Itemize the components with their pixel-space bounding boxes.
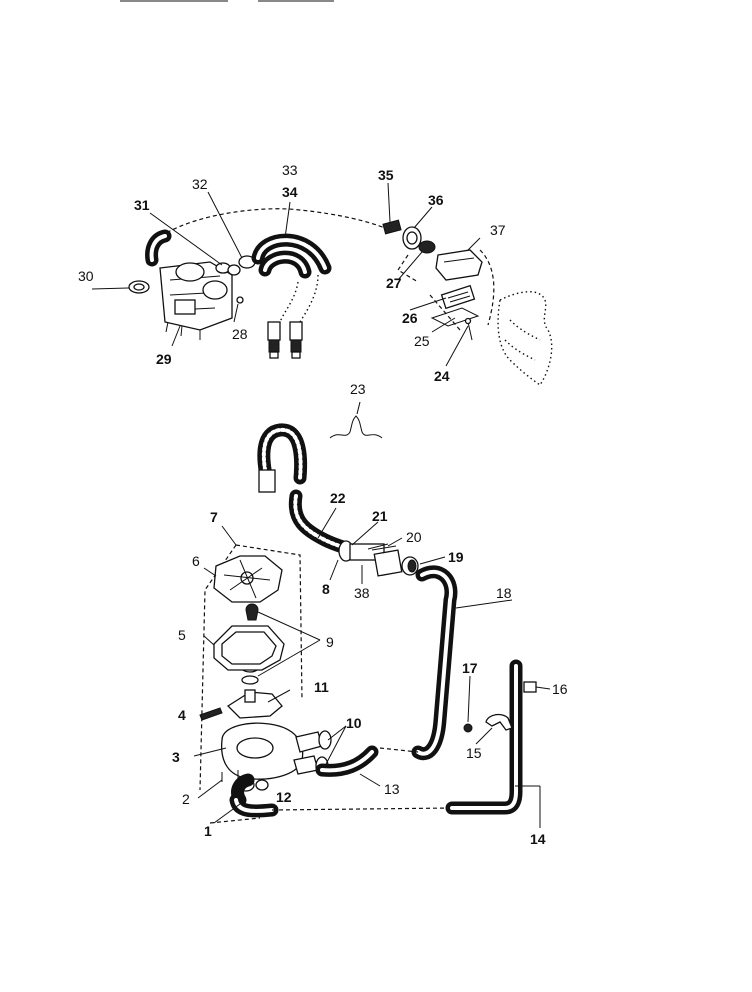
label-21: 21 xyxy=(372,508,388,524)
label-30: 30 xyxy=(78,268,94,284)
label-3: 3 xyxy=(172,749,180,765)
label-28: 28 xyxy=(232,326,248,342)
label-23: 23 xyxy=(350,381,366,397)
label-32: 32 xyxy=(192,176,208,192)
label-38: 38 xyxy=(354,585,370,601)
callout-labels: 33 34 32 31 30 28 29 35 36 37 27 26 25 2… xyxy=(78,162,568,847)
hose-13 xyxy=(315,745,419,787)
label-19: 19 xyxy=(448,549,464,565)
label-18: 18 xyxy=(496,585,512,601)
label-37: 37 xyxy=(490,222,506,238)
label-27: 27 xyxy=(386,275,402,291)
label-20: 20 xyxy=(406,529,422,545)
label-8: 8 xyxy=(322,581,330,597)
label-5: 5 xyxy=(178,627,186,643)
label-31: 31 xyxy=(134,197,150,213)
label-14: 14 xyxy=(530,831,546,847)
drain-line-14 xyxy=(271,659,551,828)
label-4: 4 xyxy=(178,707,186,723)
label-36: 36 xyxy=(428,192,444,208)
upper-leader-lines xyxy=(91,182,481,367)
label-7: 7 xyxy=(210,509,218,525)
label-22: 22 xyxy=(330,490,346,506)
label-12: 12 xyxy=(276,789,292,805)
label-6: 6 xyxy=(192,553,200,569)
label-24: 24 xyxy=(434,368,450,384)
label-26: 26 xyxy=(402,310,418,326)
hose-18 xyxy=(411,565,513,760)
label-29: 29 xyxy=(156,351,172,367)
label-10: 10 xyxy=(346,715,362,731)
label-13: 13 xyxy=(384,781,400,797)
label-11: 11 xyxy=(314,679,329,695)
label-9: 9 xyxy=(326,634,334,650)
label-17: 17 xyxy=(462,660,478,676)
upper-assembly xyxy=(128,208,553,386)
label-34: 34 xyxy=(282,184,298,200)
label-35: 35 xyxy=(378,167,394,183)
mid-leader-lines xyxy=(317,507,446,584)
pump-assembly xyxy=(193,525,347,824)
valve-body xyxy=(159,261,233,340)
label-25: 25 xyxy=(414,333,430,349)
label-16: 16 xyxy=(552,681,568,697)
clip-and-drain-hose xyxy=(257,401,419,577)
label-2: 2 xyxy=(182,791,190,807)
label-1: 1 xyxy=(204,823,212,839)
label-33: 33 xyxy=(282,162,298,178)
label-15: 15 xyxy=(466,745,482,761)
